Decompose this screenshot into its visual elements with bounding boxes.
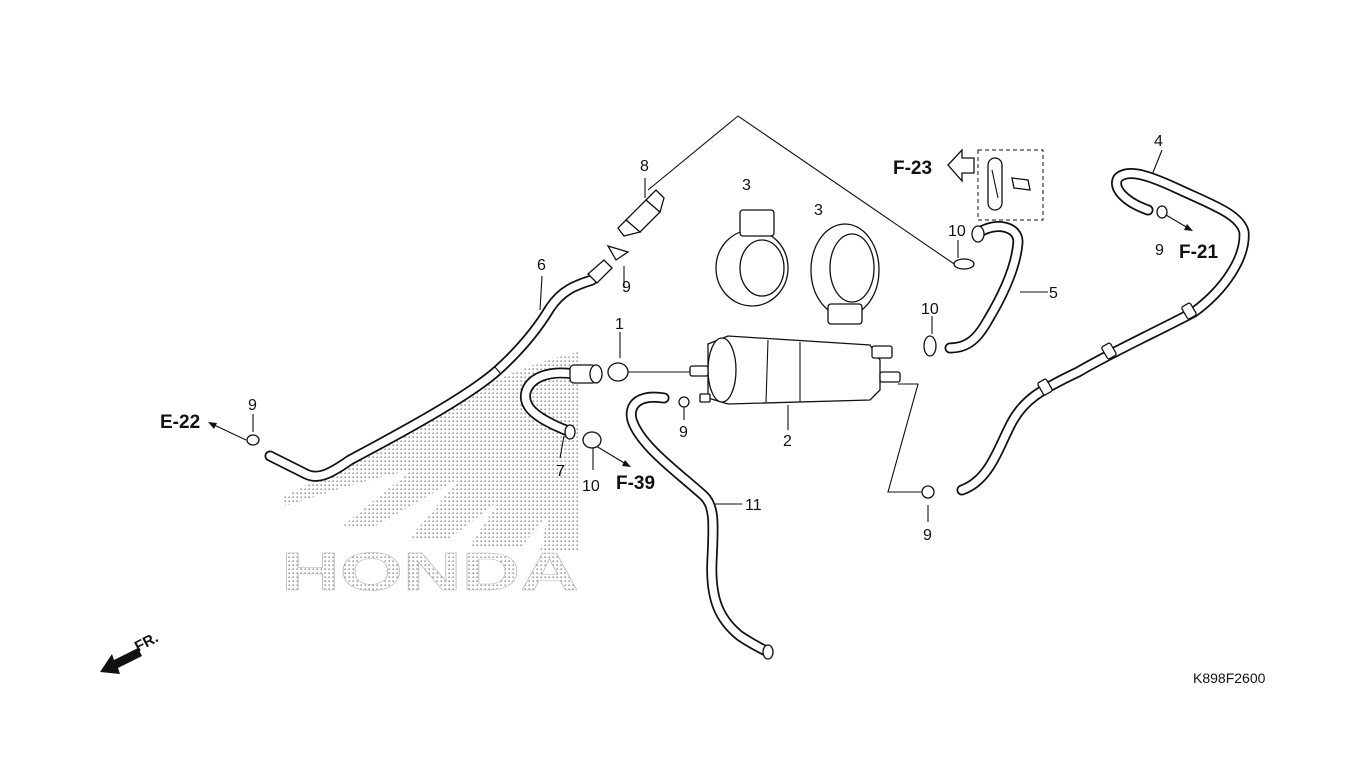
leader-lines [252,115,1163,522]
callout-7: 7 [556,463,565,480]
ref-e22: E-22 [160,412,200,433]
callout-5: 5 [1049,285,1058,302]
ref-f21: F-21 [1179,242,1219,263]
callout-9a: 9 [248,397,257,414]
ref-f39: F-39 [616,473,655,494]
honda-wing-watermark [282,352,578,552]
hose-6 [264,259,613,482]
callout-9b: 9 [622,279,631,296]
hose-4 [956,167,1250,496]
callout-10b: 10 [948,223,966,240]
canister-2 [689,335,901,405]
hose-7 [519,364,603,440]
callout-4: 4 [1154,133,1163,150]
callout-3b: 3 [814,202,823,219]
clips [246,205,1168,499]
callout-1: 1 [615,316,624,333]
honda-text-watermark: HONDA [281,542,580,603]
hose-11 [625,391,774,660]
callout-9d: 9 [923,527,932,544]
hose-5 [944,221,1024,354]
svg-text:HONDA: HONDA [281,542,579,602]
callout-11: 11 [745,497,762,514]
callout-10c: 10 [921,301,939,318]
clamp-3-right [810,223,880,325]
callout-8: 8 [640,158,649,175]
bracket-box [977,149,1044,221]
front-direction-arrow: FR. [100,629,161,674]
callout-3: 3 [742,177,751,194]
ref-f23: F-23 [893,158,932,179]
callouts: 1 2 3 3 4 5 6 7 8 9 9 9 9 9 10 10 10 11 [248,133,1164,544]
reference-arrows [208,148,1193,467]
reference-labels: E-22 F-39 F-23 F-21 [160,158,1219,494]
callout-6: 6 [537,257,546,274]
callout-2: 2 [783,433,792,450]
clamp-3-left [715,209,789,307]
check-valve-8 [617,189,665,237]
callout-9e: 9 [1155,242,1164,259]
callout-10a: 10 [582,478,600,495]
drawing-code: K898F2600 [1193,670,1266,686]
callout-9c: 9 [679,424,688,441]
